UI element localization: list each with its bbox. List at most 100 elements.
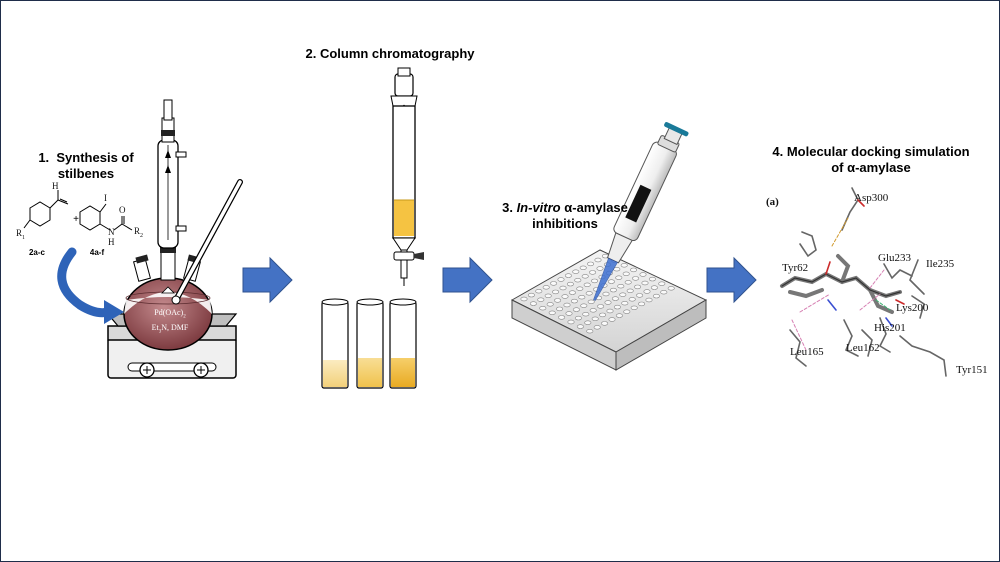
residue-label: Tyr62 bbox=[782, 262, 809, 274]
plate-well bbox=[636, 293, 644, 298]
plate-well bbox=[599, 312, 607, 318]
plate-well bbox=[520, 296, 528, 302]
pipette-icon bbox=[593, 122, 689, 301]
plate-well bbox=[630, 267, 638, 273]
plate-well bbox=[585, 291, 593, 296]
plate-well bbox=[559, 285, 567, 291]
plate-well bbox=[601, 321, 609, 326]
plate-well bbox=[570, 298, 578, 304]
plate-well bbox=[539, 306, 547, 311]
styrene-structure bbox=[23, 190, 69, 229]
well-plate-icon bbox=[510, 249, 708, 371]
plate-well bbox=[609, 287, 617, 293]
residue-label: Lys200 bbox=[896, 302, 929, 314]
plate-well bbox=[552, 289, 560, 295]
plate-well bbox=[591, 316, 599, 321]
plate-well bbox=[587, 299, 595, 304]
plate-well bbox=[544, 293, 552, 298]
plate-well bbox=[623, 309, 631, 314]
plate-well bbox=[582, 312, 590, 317]
plate-well bbox=[607, 279, 615, 284]
plate-well bbox=[602, 291, 610, 297]
plate-well bbox=[576, 286, 584, 291]
plate-well bbox=[527, 292, 535, 298]
plate-well bbox=[645, 297, 653, 303]
reaction-conditions: Pd(OAc)2 Et3N, DMF bbox=[151, 308, 189, 335]
plate-well bbox=[626, 288, 634, 293]
plate-well bbox=[597, 304, 605, 309]
plate-well bbox=[557, 277, 565, 282]
plate-well bbox=[556, 306, 564, 312]
plate-well bbox=[542, 285, 550, 290]
plate-well bbox=[576, 324, 584, 329]
reagent-2ac-label: 2a-c bbox=[28, 248, 45, 257]
docking-panel-label: (a) bbox=[766, 196, 779, 208]
plate-well bbox=[613, 304, 621, 310]
plate-well bbox=[596, 266, 604, 271]
plate-well bbox=[572, 307, 580, 312]
plus-sign: + bbox=[73, 214, 79, 225]
residue-label: Ile235 bbox=[926, 258, 955, 270]
plate-well bbox=[591, 278, 599, 284]
plate-well bbox=[652, 293, 660, 299]
residue-label: Tyr151 bbox=[956, 364, 988, 376]
plate-well bbox=[584, 320, 592, 325]
curved-arrow-icon bbox=[57, 247, 124, 324]
plate-well bbox=[548, 310, 556, 315]
plate-well bbox=[604, 300, 612, 305]
plate-well bbox=[589, 308, 597, 313]
plate-well bbox=[617, 284, 625, 289]
plate-well bbox=[650, 285, 658, 290]
plate-well bbox=[619, 292, 627, 297]
plate-well bbox=[574, 278, 582, 283]
column-title: 2. Column chromatography bbox=[305, 46, 475, 61]
plate-well bbox=[594, 257, 602, 263]
plate-well bbox=[615, 313, 623, 318]
plate-well bbox=[593, 325, 601, 330]
reagent-4af-label: 4a-f bbox=[89, 248, 105, 257]
plate-well bbox=[558, 315, 566, 320]
plate-well bbox=[546, 302, 554, 307]
residue-label: Leu162 bbox=[846, 342, 880, 354]
plate-well bbox=[581, 274, 589, 279]
plate-well bbox=[579, 265, 587, 270]
plate-well bbox=[608, 317, 616, 322]
plate-well bbox=[648, 276, 656, 282]
residue-label: Leu165 bbox=[790, 346, 824, 358]
plate-well bbox=[566, 281, 574, 287]
reaction-flask-icon bbox=[106, 99, 243, 379]
plate-well bbox=[554, 298, 562, 303]
plate-well bbox=[611, 296, 619, 301]
plate-well bbox=[606, 308, 614, 314]
plate-well bbox=[658, 281, 666, 286]
plate-well bbox=[632, 276, 640, 281]
plate-well bbox=[537, 297, 545, 302]
residue-label: Glu233 bbox=[878, 252, 911, 264]
plate-well bbox=[578, 295, 586, 300]
plate-well bbox=[641, 280, 649, 286]
plate-well bbox=[622, 271, 630, 276]
synthesis-title: 1. Synthesis of stilbenes bbox=[38, 150, 134, 181]
plate-well bbox=[638, 301, 646, 307]
plate-well bbox=[660, 290, 668, 295]
collection-tubes-icon bbox=[321, 298, 417, 389]
plate-well bbox=[620, 263, 628, 268]
r1-label: R1 bbox=[16, 228, 26, 241]
plate-well bbox=[574, 315, 582, 321]
protein-ligand-icon bbox=[780, 187, 947, 377]
chromatography-column-icon bbox=[390, 67, 424, 286]
plate-well bbox=[580, 303, 588, 308]
plate-well bbox=[628, 297, 636, 302]
docking-title: 4. Molecular docking simulation of α-amy… bbox=[772, 144, 970, 175]
h-label: H bbox=[52, 181, 59, 191]
plate-well bbox=[643, 289, 651, 294]
plate-well bbox=[639, 272, 647, 277]
plate-well bbox=[565, 311, 573, 316]
residue-label: Asp300 bbox=[854, 192, 889, 204]
residue-label: His201 bbox=[874, 322, 906, 334]
plate-well bbox=[583, 282, 591, 287]
plate-well bbox=[529, 301, 537, 306]
block-arrow-3 bbox=[706, 256, 757, 304]
plate-well bbox=[624, 280, 632, 285]
r2-label: R2 bbox=[134, 226, 144, 239]
